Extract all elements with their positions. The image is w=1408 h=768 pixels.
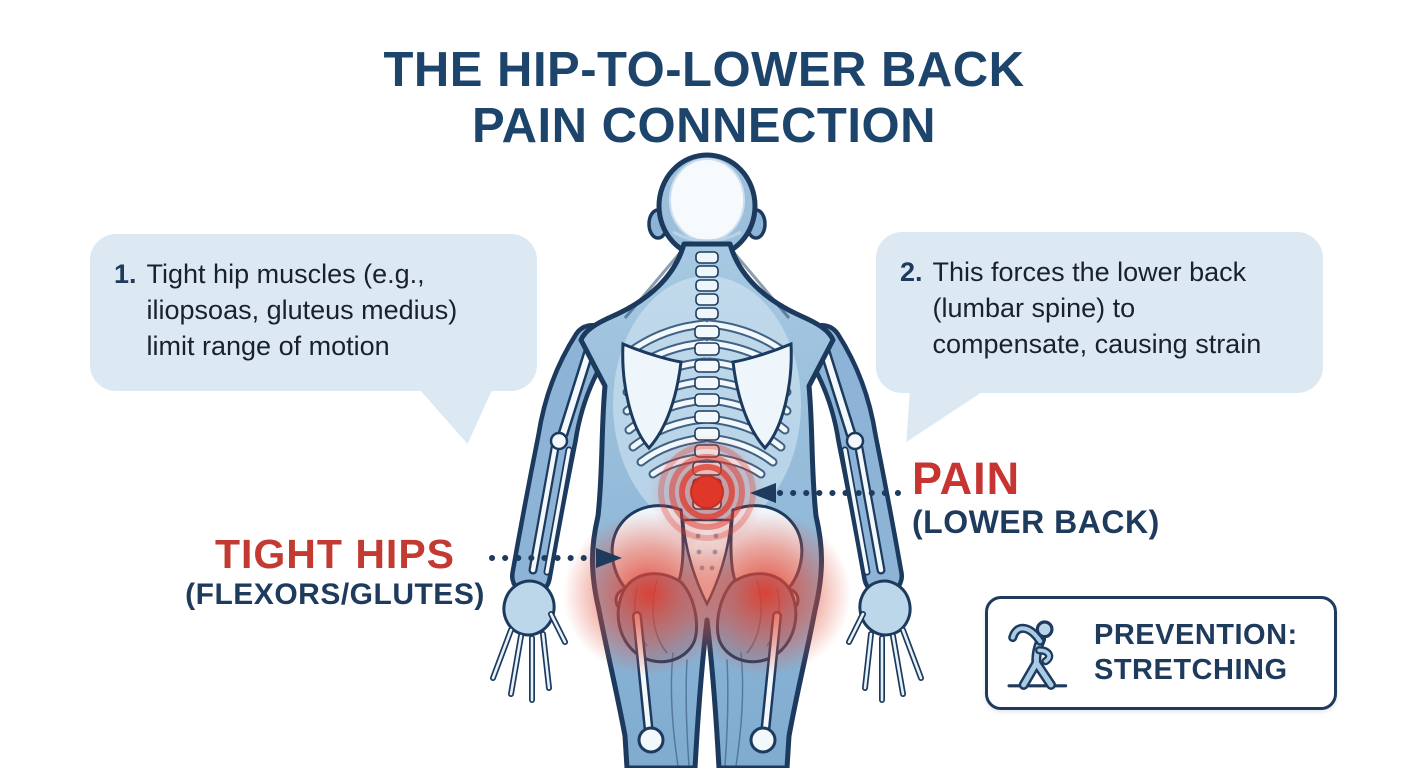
callout-bubble-1: 1. Tight hip muscles (e.g., iliopsoas, g… <box>90 234 537 444</box>
callout-1-text: Tight hip muscles (e.g., iliopsoas, glut… <box>146 259 458 361</box>
pain-label: PAIN (LOWER BACK) <box>912 455 1160 541</box>
human-back-anatomy-illustration <box>490 152 924 768</box>
pain-bullseye <box>649 434 765 550</box>
page-title-line2: PAIN CONNECTION <box>472 99 936 154</box>
tight-hips-label: TIGHT HIPS (FLEXORS/GLUTES) <box>170 531 500 613</box>
hip-glow-right <box>679 512 851 676</box>
prevention-text: PREVENTION: STRETCHING <box>1094 618 1298 688</box>
tight-hips-arrow-icon <box>489 548 622 568</box>
arm-bones <box>528 342 886 576</box>
pain-title: PAIN <box>912 453 1021 504</box>
pain-subtitle: (LOWER BACK) <box>912 504 1160 540</box>
head <box>647 152 767 260</box>
prevention-line2: STRETCHING <box>1094 654 1288 686</box>
stretching-person-icon <box>1007 620 1068 690</box>
callout-1-number: 1. <box>114 259 137 289</box>
prevention-box: PREVENTION: STRETCHING <box>985 596 1337 710</box>
callout-2-number: 2. <box>900 257 923 287</box>
callout-2-text: This forces the lower back (lumbar spine… <box>932 257 1262 359</box>
right-hand <box>846 579 924 703</box>
tight-hips-subtitle: (FLEXORS/GLUTES) <box>185 578 485 611</box>
pain-arrow-icon <box>750 483 907 503</box>
tight-hips-title: TIGHT HIPS <box>214 531 456 577</box>
left-hand <box>490 579 568 703</box>
callout-bubble-2: 2. This forces the lower back (lumbar sp… <box>876 232 1323 442</box>
cervical-spine <box>695 251 719 320</box>
trapezius-lines <box>623 247 791 319</box>
page-title: THE HIP-TO-LOWER BACK PAIN CONNECTION <box>0 42 1408 155</box>
page-title-line1: THE HIP-TO-LOWER BACK <box>383 43 1025 97</box>
prevention-line1: PREVENTION: <box>1094 619 1298 651</box>
scapulae <box>621 341 793 451</box>
